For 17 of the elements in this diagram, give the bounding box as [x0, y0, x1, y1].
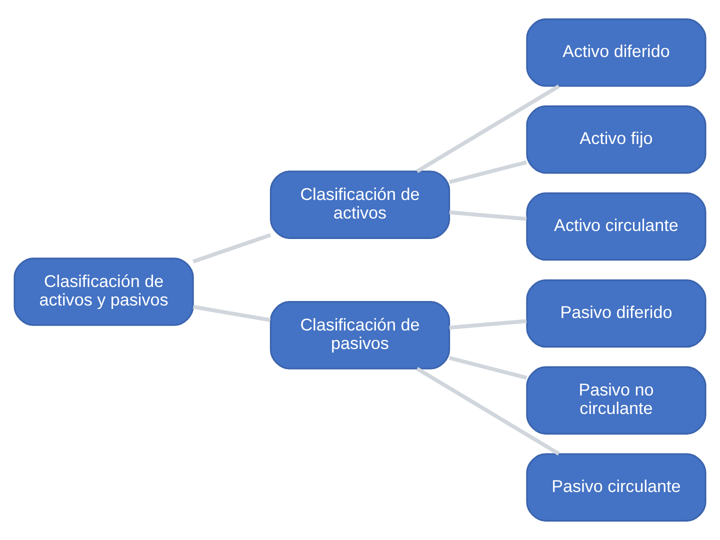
node-box: Pasivo diferido	[526, 279, 706, 348]
node-box: Pasivo circulante	[526, 453, 706, 522]
connector	[192, 304, 271, 322]
connector	[449, 319, 527, 330]
node-box: Clasificación de activos y pasivos	[14, 258, 194, 326]
connector	[416, 366, 560, 456]
node-box: Activo diferido	[526, 18, 706, 87]
connector	[416, 84, 560, 174]
connector	[449, 210, 527, 221]
node-box: Activo circulante	[526, 192, 706, 261]
node-box: Clasificación de activos	[270, 170, 450, 239]
connector	[192, 233, 271, 264]
node-box: Clasificación de pasivos	[270, 301, 450, 370]
connector	[448, 356, 528, 380]
node-box: Activo fijo	[526, 105, 706, 174]
connector	[448, 160, 528, 184]
node-box: Pasivo no circulante	[526, 366, 706, 435]
